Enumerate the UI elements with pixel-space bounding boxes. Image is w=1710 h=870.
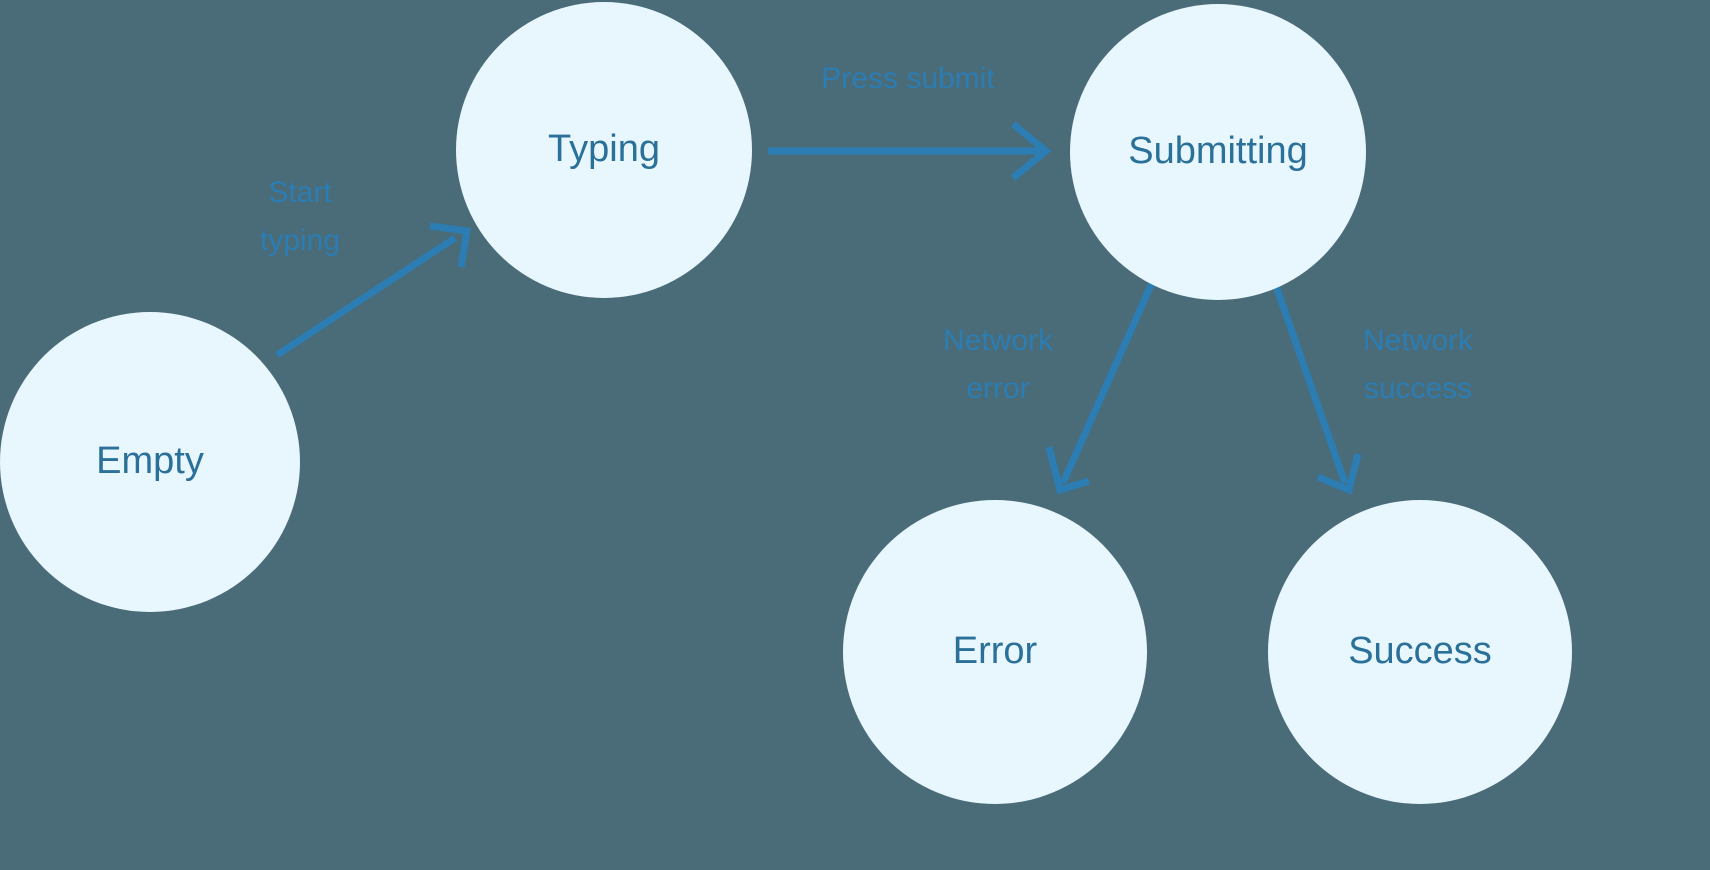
edge-submitting-to-error-line <box>1059 281 1156 485</box>
edge-label-typing-to-submitting-line1: Press submit <box>821 62 995 95</box>
edge-submitting-to-error-arrowhead <box>1045 446 1091 495</box>
edge-label-submitting-to-error-line1: Network <box>943 324 1054 357</box>
state-node-typing-circle[interactable] <box>456 2 752 298</box>
edge-empty-to-typing <box>275 222 472 358</box>
state-node-typing[interactable]: Typing <box>456 2 752 298</box>
edge-submitting-to-success <box>1271 281 1362 495</box>
edge-label-submitting-to-success-line1: Network <box>1363 324 1474 357</box>
edge-submitting-to-success-line <box>1271 281 1349 485</box>
edge-label-submitting-to-error: Network error <box>943 324 1054 405</box>
edge-submitting-to-error <box>1045 281 1156 495</box>
edge-label-empty-to-typing-line1: Start <box>268 176 332 209</box>
state-node-success[interactable]: Success <box>1268 500 1572 804</box>
state-node-success-circle[interactable] <box>1268 500 1572 804</box>
state-node-empty[interactable]: Empty <box>0 312 300 612</box>
edge-label-submitting-to-success: Network success <box>1363 324 1474 405</box>
edge-label-empty-to-typing: Start typing <box>260 176 340 257</box>
state-node-error-circle[interactable] <box>843 500 1147 804</box>
state-node-submitting[interactable]: Submitting <box>1070 4 1366 300</box>
edge-submitting-to-success-arrowhead <box>1316 453 1362 495</box>
state-node-empty-circle[interactable] <box>0 312 300 612</box>
edge-typing-to-submitting-arrowhead <box>1010 121 1052 181</box>
edge-empty-to-typing-arrowhead <box>429 222 472 268</box>
edge-empty-to-typing-line <box>275 235 457 358</box>
edge-typing-to-submitting <box>768 121 1052 181</box>
edge-label-empty-to-typing-line2: typing <box>260 224 340 257</box>
state-node-submitting-circle[interactable] <box>1070 4 1366 300</box>
edge-label-typing-to-submitting: Press submit <box>821 62 995 95</box>
edge-label-submitting-to-success-line2: success <box>1364 372 1472 405</box>
state-node-error[interactable]: Error <box>843 500 1147 804</box>
edge-label-submitting-to-error-line2: error <box>966 372 1029 405</box>
